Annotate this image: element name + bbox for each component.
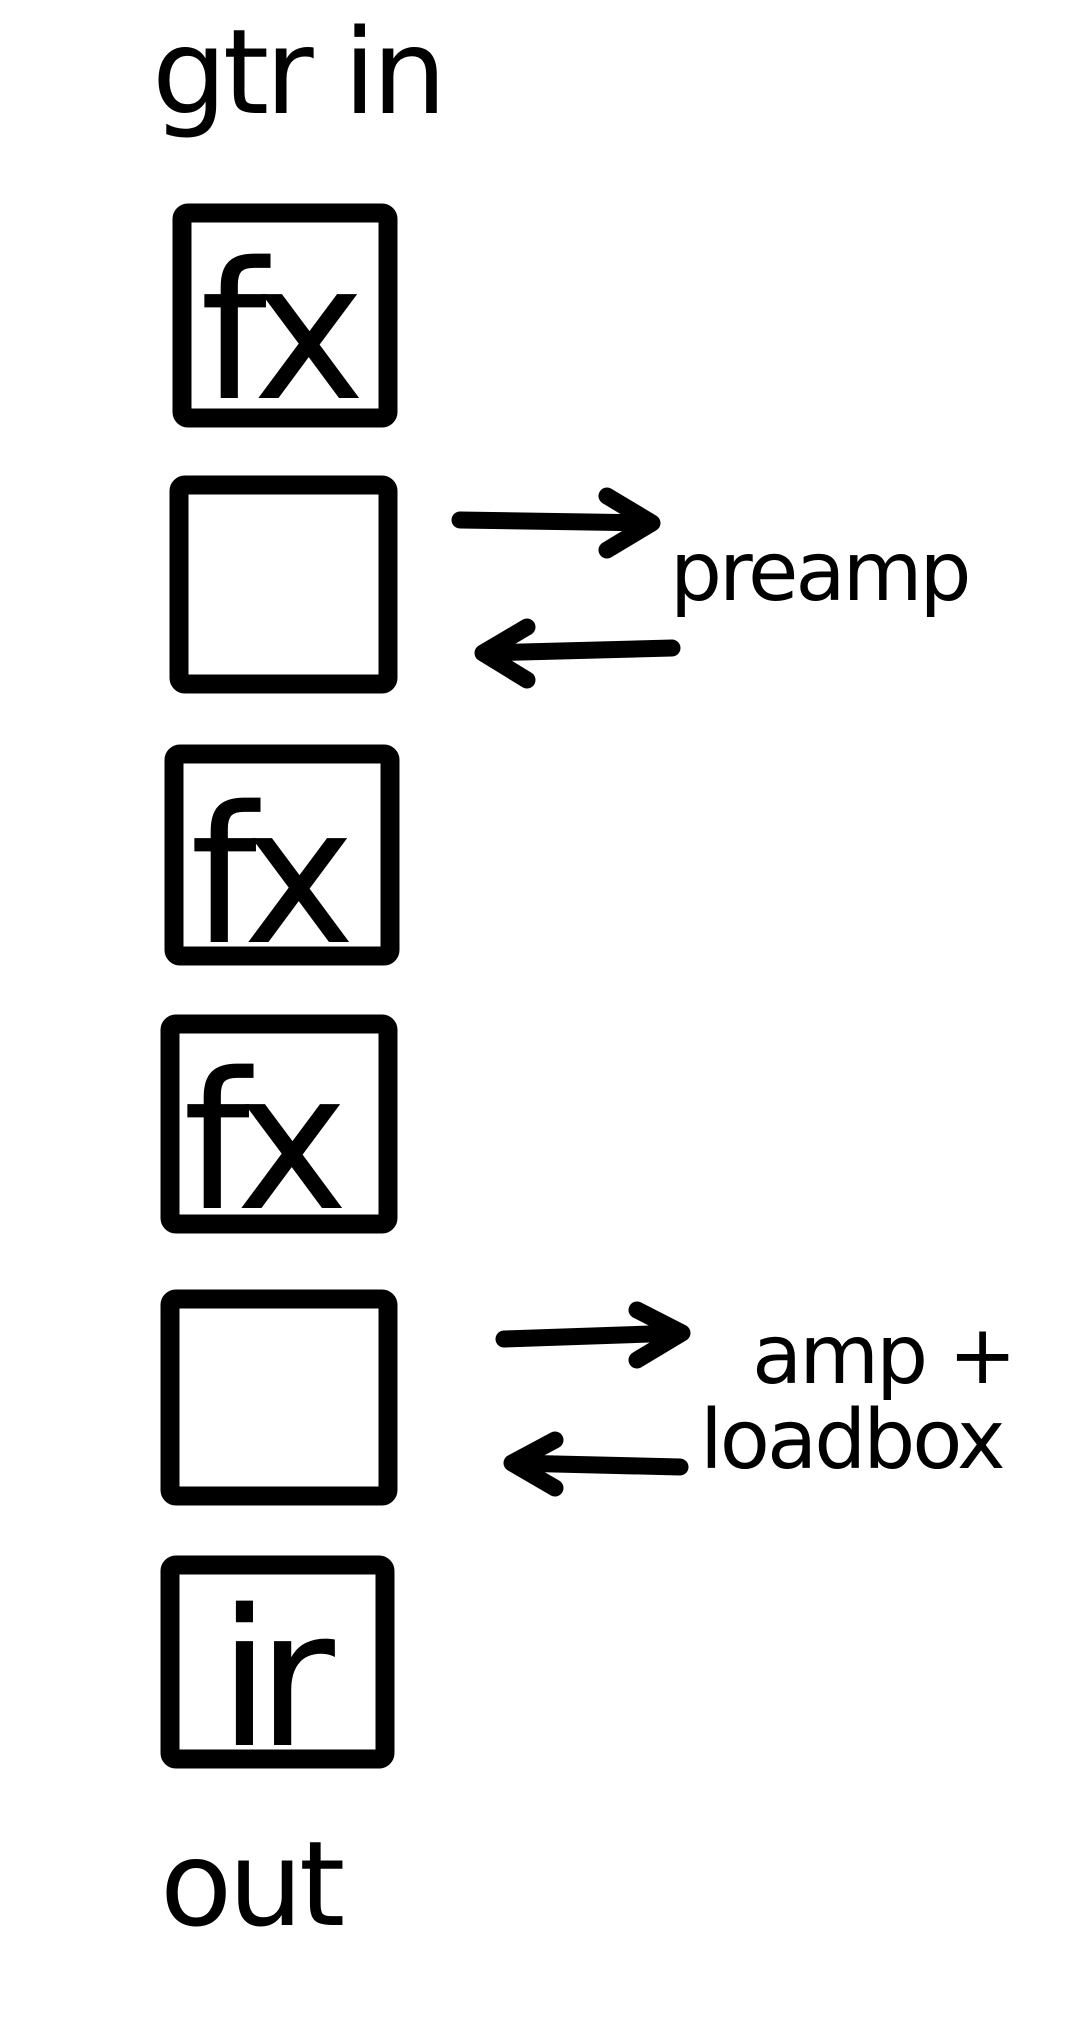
block-3-fx: fx <box>164 744 400 987</box>
loadbox-label: loadbox <box>700 1393 1003 1488</box>
block-label: fx <box>200 222 360 443</box>
block-2-preamp-loop <box>169 475 398 694</box>
block-5-amp-loop <box>160 1289 398 1506</box>
block-label: fx <box>183 1032 343 1253</box>
output-label: out <box>160 1815 343 1953</box>
block-1-fx: fx <box>172 203 398 443</box>
preamp-return-arrow <box>474 618 681 689</box>
amp-return-arrow <box>503 1431 689 1497</box>
block-label: fx <box>190 766 350 987</box>
amp-send-arrow <box>495 1301 691 1369</box>
preamp-label: preamp <box>670 525 969 620</box>
block-6-ir: ir <box>160 1555 395 1790</box>
amp-label: amp + <box>752 1308 1014 1403</box>
input-label: gtr in <box>152 3 443 141</box>
block-label: ir <box>218 1569 336 1790</box>
block-4-fx: fx <box>160 1014 398 1253</box>
preamp-send-arrow <box>451 487 661 559</box>
